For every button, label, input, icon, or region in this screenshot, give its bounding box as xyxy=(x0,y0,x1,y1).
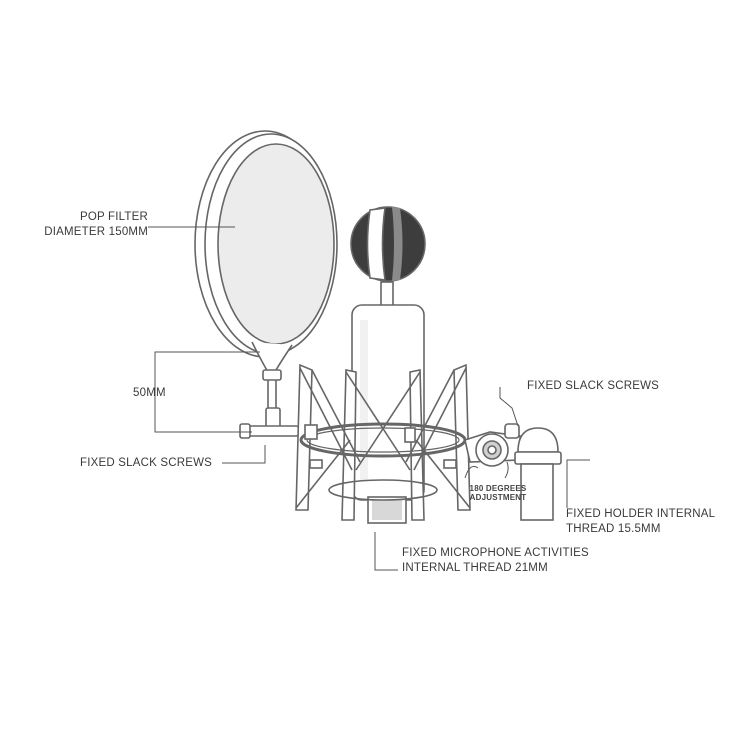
holder-mount xyxy=(464,423,562,521)
pop-filter-label: POP FILTER DIAMETER 150MM xyxy=(30,210,148,240)
holder-thread-label-line1: FIXED HOLDER INTERNAL xyxy=(566,508,716,520)
left-screws-label: FIXED SLACK SCREWS xyxy=(80,457,213,469)
leader-right-screws xyxy=(499,387,519,427)
mic-thread-label-line1: FIXED MICROPHONE ACTIVITIES xyxy=(402,547,589,559)
pop-filter xyxy=(194,130,338,358)
leader-lines xyxy=(148,226,590,571)
pop-filter-label-line1: POP FILTER xyxy=(79,211,148,223)
adjustment-label-line2: ADJUSTMENT xyxy=(469,493,527,502)
right-screws-label: FIXED SLACK SCREWS xyxy=(527,380,660,392)
leader-mic-thread xyxy=(374,532,398,571)
leader-left-screws xyxy=(222,445,266,464)
adjust-arrow xyxy=(464,465,479,479)
holder-thread-label-line2: THREAD 15.5MM xyxy=(566,523,661,535)
leader-holder xyxy=(566,459,590,508)
gooseneck xyxy=(239,341,300,439)
mic-thread-label-line2: INTERNAL THREAD 21MM xyxy=(402,562,548,574)
pop-filter-label-line2: DIAMETER 150MM xyxy=(44,226,148,238)
adjustment-label: 180 DEGREES ADJUSTMENT xyxy=(466,484,530,502)
leader-50mm xyxy=(154,351,260,433)
adjustment-label-line1: 180 DEGREES xyxy=(469,484,527,493)
mic-thread-label: FIXED MICROPHONE ACTIVITIES INTERNAL THR… xyxy=(402,546,589,576)
gooseneck-length-label: 50MM xyxy=(133,387,166,399)
holder-thread-label: FIXED HOLDER INTERNAL THREAD 15.5MM xyxy=(566,507,715,537)
